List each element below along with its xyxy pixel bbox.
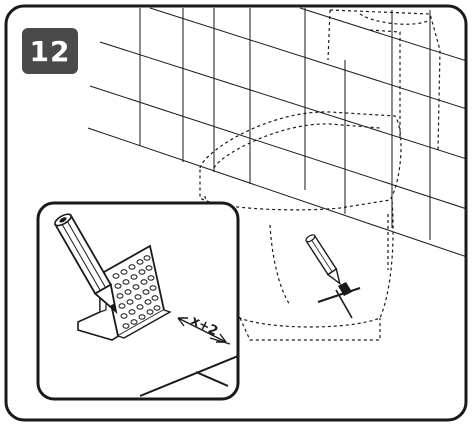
inset-detail: x+2	[36, 201, 240, 401]
pencil-mark-icon	[305, 234, 361, 319]
marking-template	[77, 244, 172, 341]
dimension-arrow	[177, 317, 227, 343]
wall-tiles	[87, 7, 466, 259]
step-number-badge: 12	[22, 28, 78, 74]
pencil-icon	[53, 213, 118, 315]
